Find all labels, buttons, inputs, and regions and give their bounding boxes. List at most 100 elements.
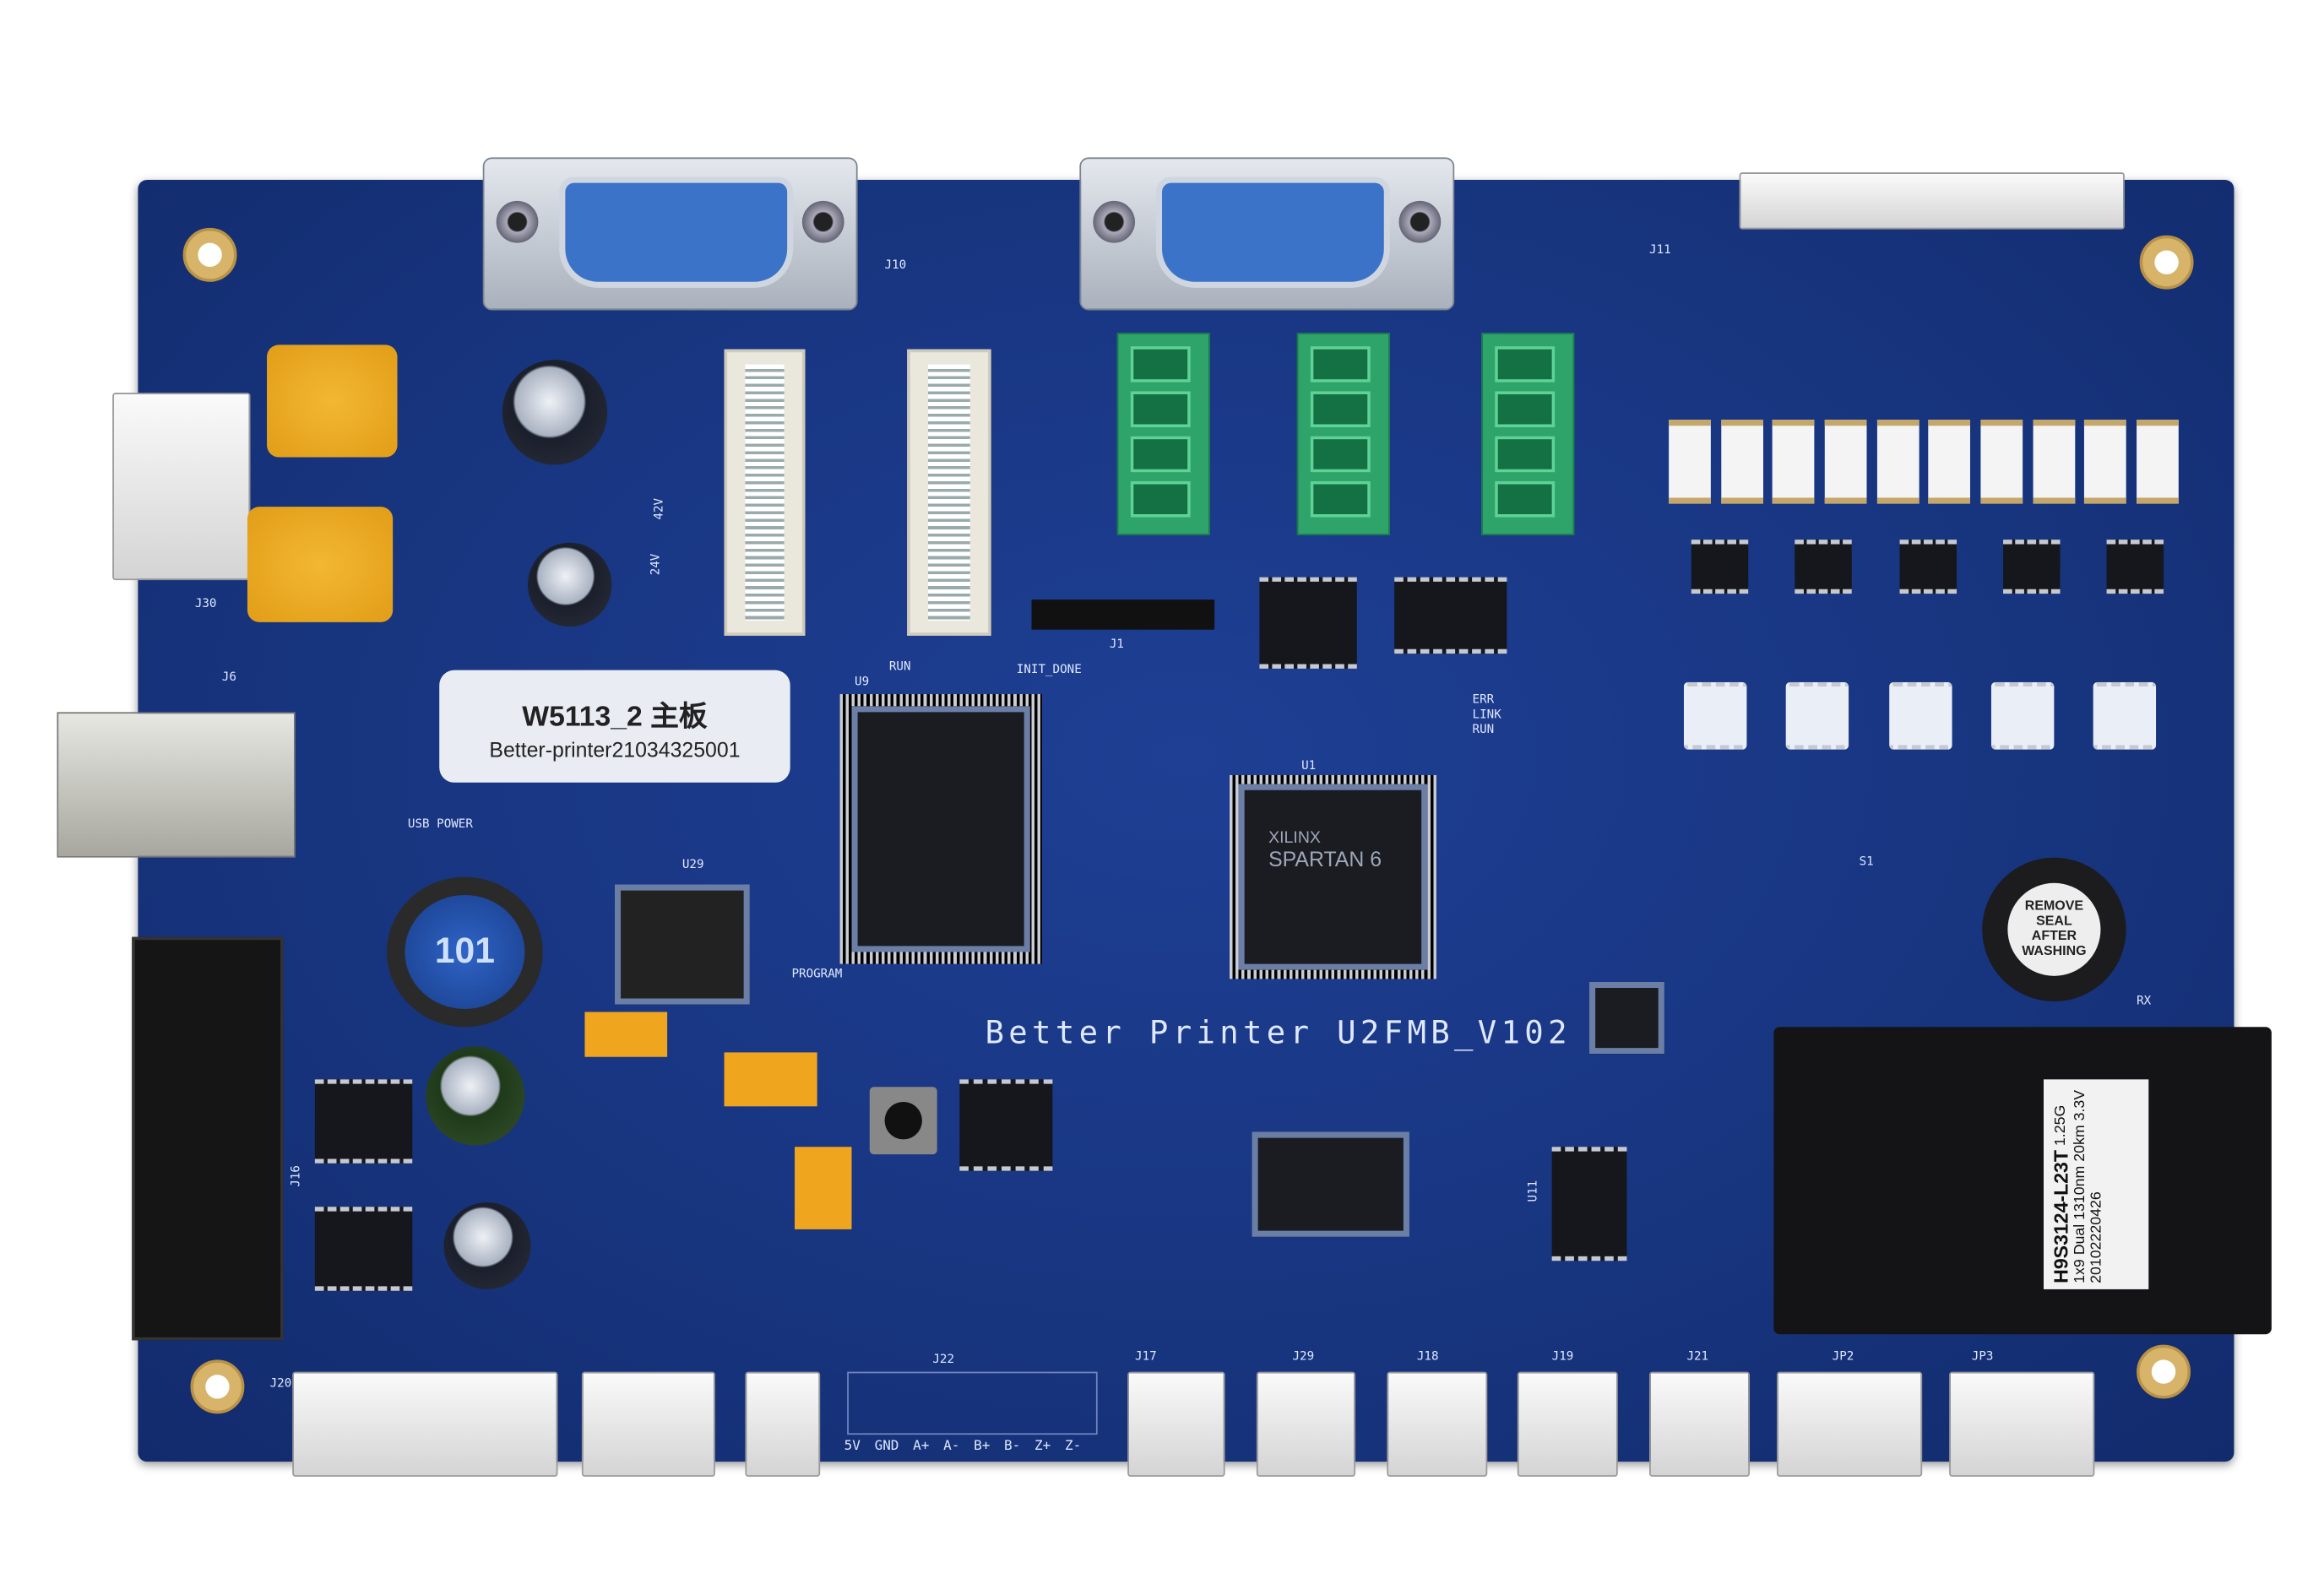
connector-j18: [1387, 1371, 1488, 1477]
module-part: H9S3124-L23T: [2050, 1150, 2072, 1283]
optocoupler-row: [1683, 681, 2157, 750]
chip: [1898, 540, 1957, 594]
label-jp2: JP2: [1832, 1348, 1854, 1363]
label-err: ERR: [1472, 692, 1495, 707]
mounting-hole-h1: [190, 1359, 245, 1414]
button-s2: [869, 1087, 937, 1155]
mounting-hole-h4: [182, 227, 237, 282]
label-j6: J6: [221, 670, 236, 684]
chip-u26: [959, 1079, 1053, 1171]
label-j20: J20: [269, 1375, 292, 1390]
chip-u30: [314, 1207, 413, 1291]
label-j29: J29: [1292, 1348, 1315, 1363]
label-s1: S1: [1859, 854, 1874, 869]
connector-j24: [745, 1371, 821, 1477]
ribbon-connector-2: [907, 349, 991, 636]
fpga-family: SPARTAN 6: [1268, 847, 1382, 871]
ribbon-connector-1: [724, 349, 806, 636]
optocoupler: [1888, 681, 1952, 750]
connector-j17: [1127, 1371, 1225, 1477]
smd-fuse: [1773, 420, 1815, 504]
sticker-serial: Better-printer21034325001: [489, 737, 741, 762]
label-rx: RX: [2137, 994, 2152, 1008]
vga-connector-2: [1079, 157, 1455, 311]
connector-j20: [292, 1371, 558, 1477]
capacitor: [426, 1046, 525, 1146]
smd-fuse: [1980, 420, 2023, 504]
label-u1: U1: [1301, 758, 1317, 773]
label-u29: U29: [681, 857, 704, 871]
inductor: 101: [387, 876, 543, 1028]
label-j21: J21: [1686, 1348, 1709, 1363]
mounting-hole-h3: [2137, 1344, 2191, 1399]
label-j17: J17: [1135, 1348, 1157, 1363]
connector-jp3: [1949, 1371, 2095, 1477]
connector-j29: [1256, 1371, 1356, 1477]
label-j18: J18: [1416, 1348, 1439, 1363]
optocoupler: [1683, 681, 1747, 750]
connector-j21: [1649, 1371, 1751, 1477]
jtag-header-j1: [1031, 599, 1215, 630]
buzzer: REMOVE SEAL AFTER WASHING: [1982, 857, 2126, 1002]
smd-fuse: [2084, 420, 2127, 504]
label-u9: U9: [855, 674, 870, 688]
fuse-1: [267, 344, 398, 458]
capacitor: [527, 542, 612, 627]
label-u11: U11: [1525, 1180, 1539, 1202]
optocoupler: [2093, 681, 2157, 750]
label-j22: J22: [932, 1352, 955, 1366]
board-name-silkscreen: Better Printer U2FMB_V102: [985, 1015, 1572, 1051]
tantalum-cap: [724, 1052, 817, 1107]
chip-u27: [314, 1079, 413, 1164]
power-connector-j30: [112, 393, 251, 581]
label-run-status: RUN: [1472, 722, 1495, 736]
module-date: 20102220426: [2088, 1191, 2105, 1283]
tantalum-cap: [795, 1147, 852, 1229]
terminal-block-y: [1296, 333, 1390, 535]
mounting-hole-h2: [2139, 235, 2194, 290]
chip-u12: [1259, 577, 1357, 669]
smd-fuse: [1669, 420, 1711, 504]
driver-chip-row: [1691, 540, 2164, 594]
label-j11: J11: [1649, 242, 1671, 257]
label-j19: J19: [1551, 1348, 1574, 1363]
chip-u7: [1589, 981, 1664, 1055]
regulator-u29: [614, 884, 750, 1005]
chip: [2106, 540, 2164, 594]
fiber-module-label: H9S3124-L23T 1.25G 1x9 Dual 1310nm 20km …: [2044, 1079, 2149, 1289]
buzzer-label: REMOVE SEAL AFTER WASHING: [2007, 882, 2101, 976]
label-j30: J30: [194, 596, 217, 610]
connector-j19: [1517, 1371, 1618, 1477]
chip-u11: [1551, 1147, 1627, 1261]
label-jp3: JP3: [1971, 1348, 1994, 1363]
chip-u9: [839, 694, 1042, 964]
capacitor: [502, 360, 608, 465]
chip: [2002, 540, 2061, 594]
label-24v: 24V: [649, 553, 663, 576]
fuse-row: [1669, 420, 2179, 504]
usb-b-port: [57, 712, 296, 858]
chip: [1691, 540, 1749, 594]
smd-fuse: [1720, 420, 1763, 504]
header-j16: [132, 936, 284, 1341]
label-run-led: RUN: [888, 659, 911, 674]
smd-fuse: [1928, 420, 1971, 504]
bottom-pin-labels: 5V GND A+ A- B+ B- Z+ Z-: [844, 1439, 1082, 1455]
header-j22: [847, 1371, 1098, 1435]
capacitor: [443, 1202, 531, 1289]
label-program: PROGRAM: [791, 967, 843, 981]
fpga-u1: XILINX SPARTAN 6: [1229, 774, 1436, 979]
inductor-marking: 101: [405, 894, 525, 1009]
label-j16: J16: [289, 1165, 303, 1187]
label-j10: J10: [884, 258, 907, 272]
connector-jp2: [1776, 1371, 1923, 1477]
label-usb-power: USB POWER: [407, 816, 473, 831]
fuse-2: [247, 507, 394, 622]
connector: [581, 1371, 715, 1477]
chip-u5: [1252, 1131, 1409, 1237]
tantalum-cap: [584, 1012, 668, 1057]
label-init-done: INIT_DONE: [1016, 662, 1082, 676]
chip: [1795, 540, 1853, 594]
top-right-connector: [1739, 172, 2125, 230]
sticker-title: W5113_2 主板: [522, 701, 708, 734]
